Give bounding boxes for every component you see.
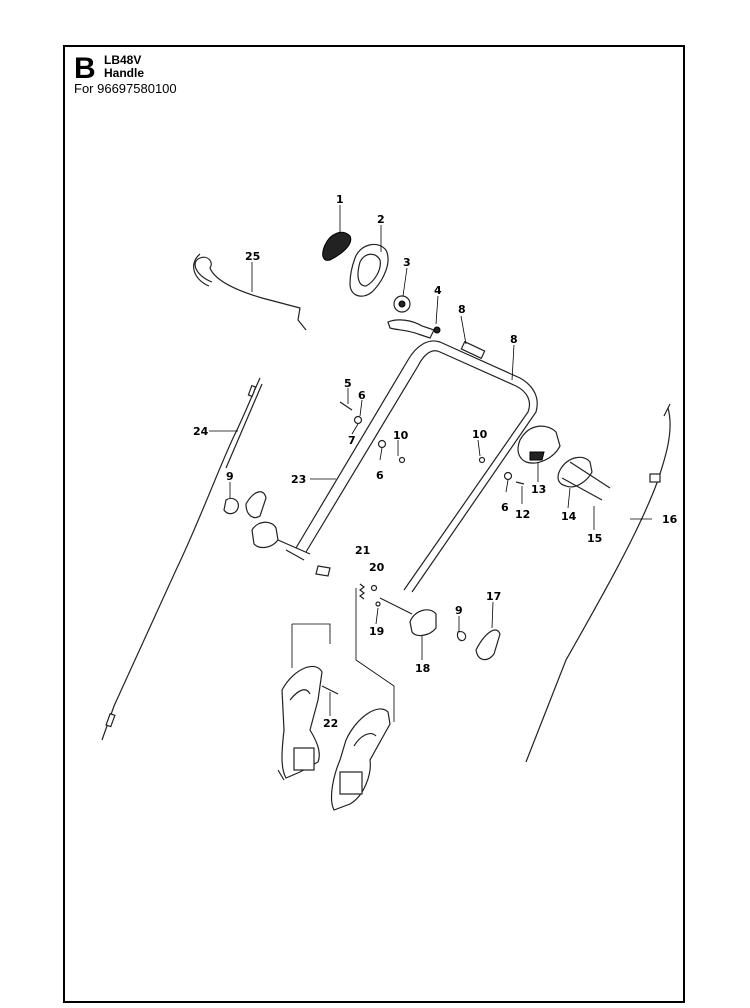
part-17-lever-right xyxy=(475,629,501,661)
part-22-bolt xyxy=(321,685,339,695)
part-25-rod xyxy=(194,256,307,331)
callout-10-right: 10 xyxy=(472,428,488,441)
callout-10-left: 10 xyxy=(393,429,409,442)
part-4-switch xyxy=(387,319,435,339)
part-20-washer xyxy=(370,584,378,592)
callout-6-upper: 6 xyxy=(358,389,366,402)
diagram-frame xyxy=(63,45,685,1003)
part-deck-bracket-right xyxy=(330,708,391,811)
callout-8-upper: 8 xyxy=(458,303,466,316)
callout-19: 19 xyxy=(369,625,384,638)
callout-12: 12 xyxy=(515,508,530,521)
callout-16: 16 xyxy=(662,513,678,526)
callout-7: 7 xyxy=(348,434,356,447)
part-number-label: For 96697580100 xyxy=(74,81,177,96)
part-1-cap xyxy=(322,231,352,261)
part-19-screw xyxy=(375,601,381,607)
part-9-lever-left xyxy=(223,497,239,515)
callout-22: 22 xyxy=(323,717,338,730)
callout-13: 13 xyxy=(531,483,546,496)
callout-24: 24 xyxy=(193,425,209,438)
callout-20: 20 xyxy=(369,561,385,574)
callout-14: 14 xyxy=(561,510,577,523)
callout-25: 25 xyxy=(245,250,260,263)
part-6-nut xyxy=(353,415,363,425)
callout-2: 2 xyxy=(377,213,385,226)
callout-17: 17 xyxy=(486,590,501,603)
part-24-cable xyxy=(101,377,261,741)
part-8-connector xyxy=(460,340,486,360)
part-23-handle-frame xyxy=(295,340,538,593)
callout-6-middle: 6 xyxy=(376,469,384,482)
callout-9-right: 9 xyxy=(455,604,463,617)
part-13-control-plate xyxy=(517,425,561,464)
assembly-label: Handle xyxy=(104,66,145,80)
part-16-cable xyxy=(525,407,671,763)
part-18-bracket xyxy=(409,609,437,637)
part-21-spring xyxy=(359,583,365,600)
callout-6-right: 6 xyxy=(501,501,509,514)
callout-8-lower: 8 xyxy=(510,333,518,346)
callout-1: 1 xyxy=(336,193,344,206)
callout-15: 15 xyxy=(587,532,602,545)
callout-21: 21 xyxy=(355,544,370,557)
part-bracket-left xyxy=(251,521,279,549)
model-label: LB48V xyxy=(104,53,142,67)
part-14-cover-plate xyxy=(557,456,593,488)
part-5-bolt xyxy=(339,401,353,411)
callout-3: 3 xyxy=(403,256,411,269)
callout-18: 18 xyxy=(415,662,430,675)
section-letter: B xyxy=(74,52,96,85)
callout-4: 4 xyxy=(434,284,442,297)
callout-5: 5 xyxy=(344,377,352,390)
callout-9-left: 9 xyxy=(226,470,234,483)
callout-23: 23 xyxy=(291,473,306,486)
